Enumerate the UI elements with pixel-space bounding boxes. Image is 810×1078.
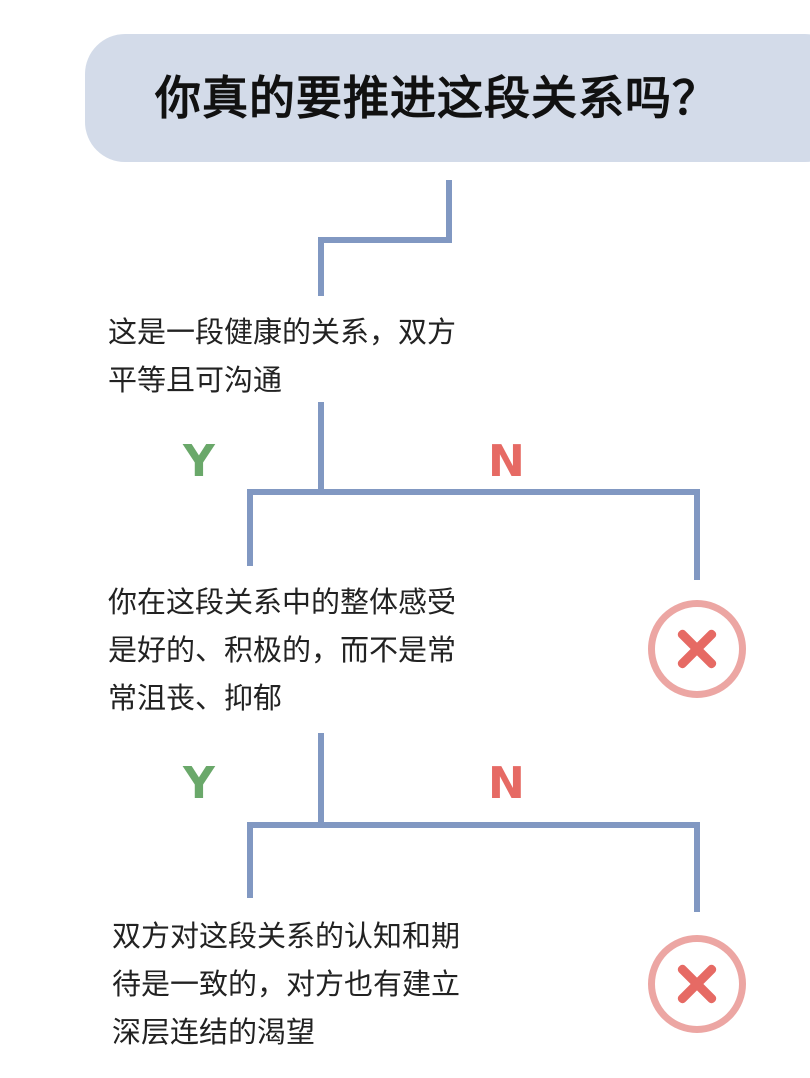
branch-1-no-label: N [488, 436, 525, 487]
x-circle-icon [648, 600, 746, 698]
branch-1-yes-label: Y [183, 436, 215, 487]
question-3: 双方对这段关系的认知和期 待是一致的，对方也有建立 深层连结的渴望 [112, 912, 460, 1056]
question-1-line-1: 这是一段健康的关系，双方 [108, 315, 457, 349]
question-2-line-1: 你在这段关系中的整体感受 [108, 585, 457, 619]
page-title: 你真的要推进这段关系吗？ [155, 71, 719, 125]
question-1-line-2: 平等且可沟通 [108, 363, 283, 397]
x-circle-icon [648, 935, 746, 1033]
branch-2-yes-label: Y [183, 758, 215, 809]
branch-2-no-label: N [488, 758, 525, 809]
title-to-q1-connector [318, 180, 452, 296]
question-3-line-3: 深层连结的渴望 [112, 1015, 316, 1049]
q2-branch-connector [247, 822, 700, 912]
question-3-line-2: 待是一致的，对方也有建立 [112, 967, 461, 1001]
question-3-line-1: 双方对这段关系的认知和期 [112, 919, 461, 953]
question-1: 这是一段健康的关系，双方 平等且可沟通 [108, 308, 456, 404]
question-2-line-2: 是好的、积极的，而不是常 [108, 633, 457, 667]
q1-branch-connector [247, 489, 700, 580]
question-2: 你在这段关系中的整体感受 是好的、积极的，而不是常 常沮丧、抑郁 [108, 578, 456, 722]
question-2-line-3: 常沮丧、抑郁 [108, 681, 283, 715]
title-banner [85, 34, 810, 162]
